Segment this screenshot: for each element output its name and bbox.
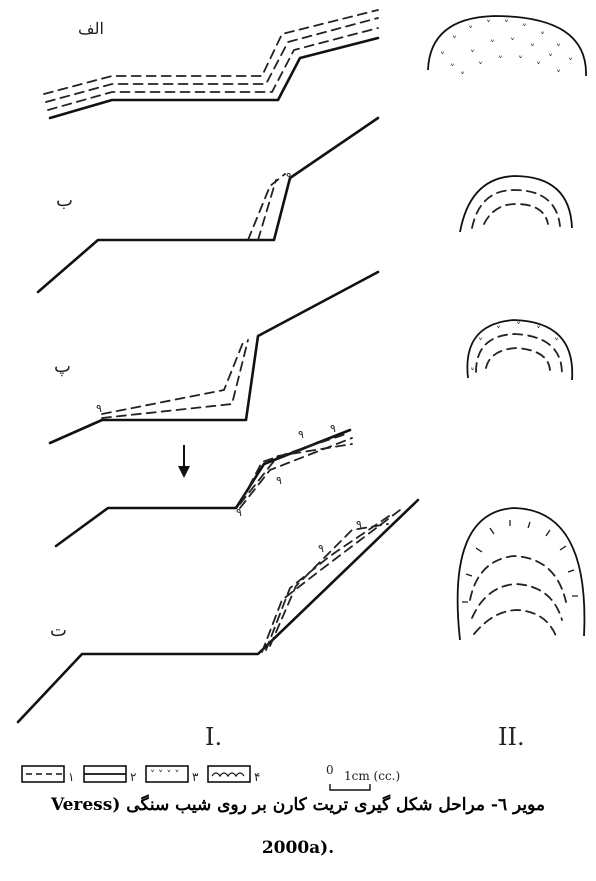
svg-text:۹: ۹ xyxy=(298,428,304,441)
svg-text:˅: ˅ xyxy=(490,40,495,51)
svg-text:˅: ˅ xyxy=(478,62,483,73)
cross-section-1: ˅˅˅ ˅˅˅ ˅˅˅ ˅˅˅ ˅˅˅ ˅˅˅ ˅˅˅ xyxy=(428,16,586,83)
svg-text:˅: ˅ xyxy=(540,32,545,43)
legend: ۱ ۲ ˅ ˅ ˅ ˅ ۳ ۴ 0 1cm (cc.) xyxy=(22,763,400,790)
svg-text:˅: ˅ xyxy=(450,64,455,75)
svg-text:۹: ۹ xyxy=(330,422,336,435)
legend-label-4: ۴ xyxy=(254,770,260,784)
cross-section-2 xyxy=(460,176,572,232)
column-label-2: II. xyxy=(498,723,525,751)
svg-text:˅: ˅ xyxy=(470,50,475,61)
svg-text:˅: ˅ xyxy=(440,52,445,63)
svg-text:˅: ˅ xyxy=(530,44,535,55)
svg-text:˅: ˅ xyxy=(510,38,515,49)
svg-text:˅: ˅ xyxy=(504,20,509,31)
legend-label-2: ۲ xyxy=(130,770,136,784)
svg-text:˅: ˅ xyxy=(496,326,501,337)
svg-text:˅: ˅ xyxy=(554,338,559,349)
svg-text:۹: ۹ xyxy=(96,402,102,415)
panel-label-p: پ xyxy=(54,356,71,377)
scale-text: 1cm (cc.) xyxy=(344,769,400,783)
svg-text:˅: ˅ xyxy=(452,36,457,47)
svg-text:˅: ˅ xyxy=(536,62,541,73)
figure-caption-line-1: مویر ٦- مراحل شکل گیری تریت کارن بر روی … xyxy=(0,795,596,815)
panel-label-a: الف xyxy=(78,19,104,38)
scale-zero: 0 xyxy=(326,763,334,777)
cross-section-3: ˅ ˅ ˅ ˅ ˅ ˅ xyxy=(467,320,572,380)
svg-text:۹: ۹ xyxy=(276,474,282,487)
svg-text:˅: ˅ xyxy=(518,56,523,67)
svg-text:۹: ۹ xyxy=(236,506,242,519)
figure-caption-line-2: 2000a). xyxy=(0,838,596,858)
profile-stage-p2: ۹ ۹ ۹ ۹ xyxy=(56,422,352,546)
panel-label-b: ب xyxy=(56,190,73,211)
cross-section-4 xyxy=(458,508,585,640)
svg-text:˅: ˅ xyxy=(522,24,527,35)
svg-text:۹: ۹ xyxy=(286,170,292,183)
svg-text:˅: ˅ xyxy=(516,322,521,333)
svg-text:˅: ˅ xyxy=(568,58,573,69)
profile-stage-b: ب ۹ xyxy=(38,118,378,292)
svg-text:˅: ˅ xyxy=(460,72,465,83)
svg-text:˅: ˅ xyxy=(486,20,491,31)
legend-label-3: ۳ xyxy=(192,770,199,784)
svg-text:˅: ˅ xyxy=(536,326,541,337)
svg-text:˅: ˅ xyxy=(498,56,503,67)
profile-stage-a: الف xyxy=(44,10,378,118)
down-arrow-icon xyxy=(178,445,190,478)
svg-text:˅: ˅ xyxy=(470,368,475,379)
panel-label-t: ت xyxy=(50,620,67,641)
profile-stage-t: ۹ ۹ ت xyxy=(18,500,418,722)
svg-text:˅: ˅ xyxy=(556,70,561,81)
svg-text:۹: ۹ xyxy=(356,518,362,531)
svg-text:˅: ˅ xyxy=(478,338,483,349)
svg-text:˅ ˅ ˅ ˅: ˅ ˅ ˅ ˅ xyxy=(150,770,180,781)
legend-label-1: ۱ xyxy=(68,770,74,784)
svg-text:˅: ˅ xyxy=(556,44,561,55)
svg-text:˅: ˅ xyxy=(548,54,553,65)
svg-text:˅: ˅ xyxy=(468,26,473,37)
column-label-1: I. xyxy=(205,723,222,751)
svg-text:۹: ۹ xyxy=(318,542,324,555)
